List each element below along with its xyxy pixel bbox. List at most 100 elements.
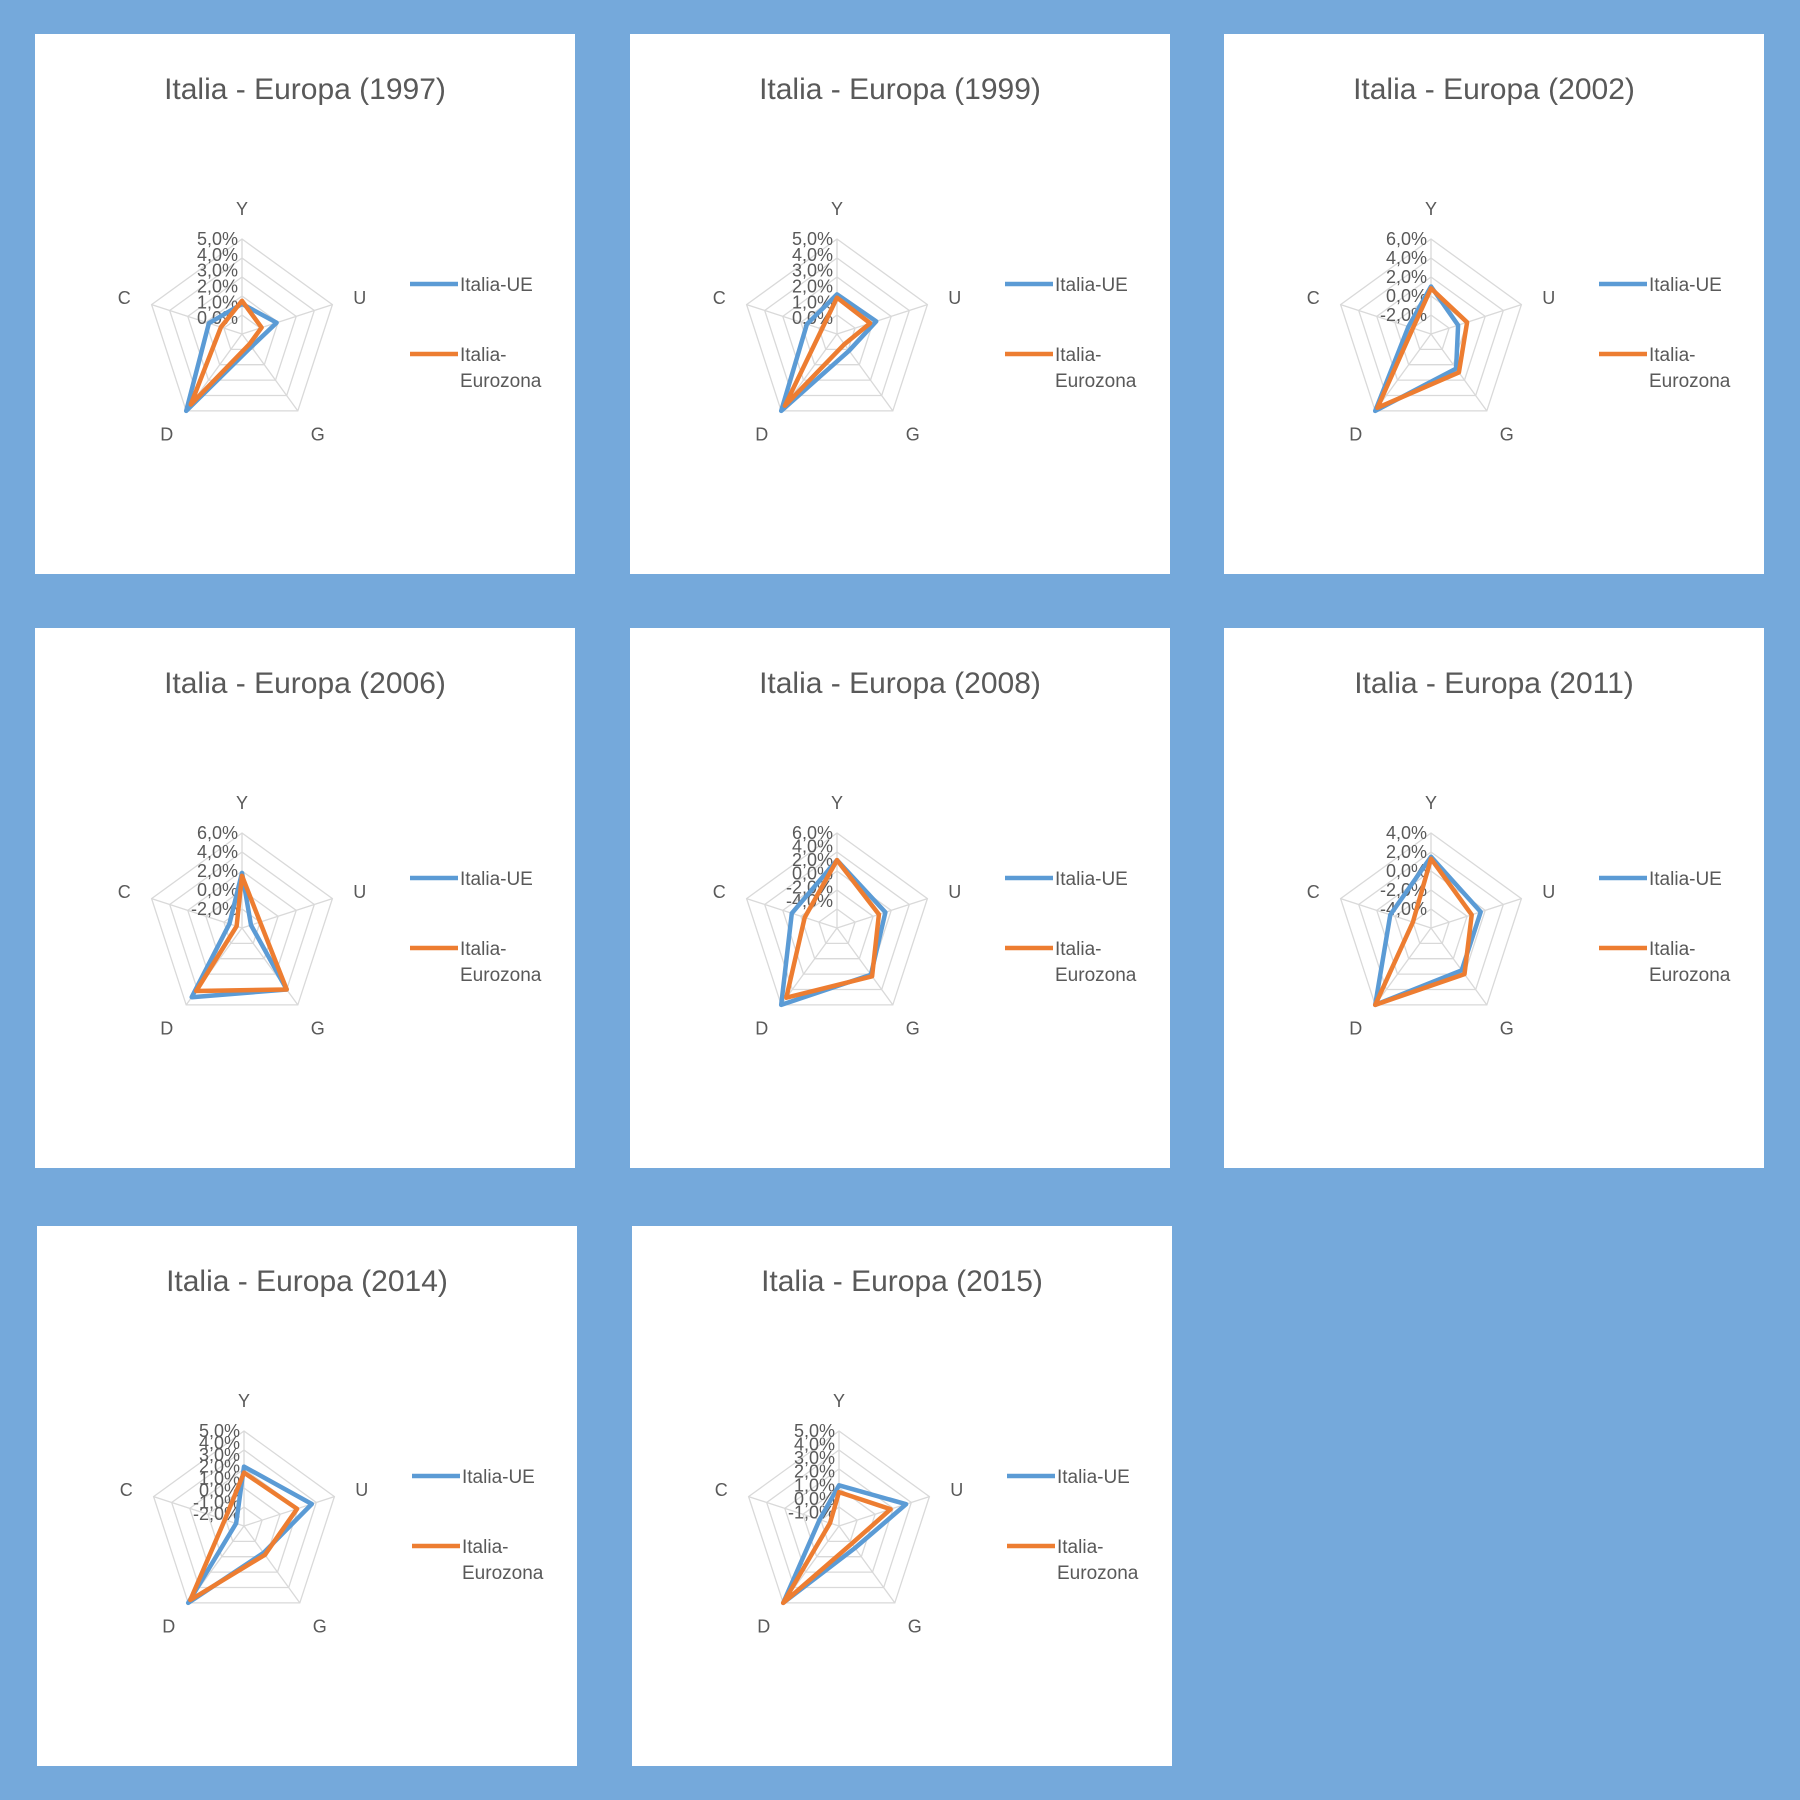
category-label: D [757,1617,770,1637]
grid-spoke [243,1495,335,1527]
tick-label: 2,0% [197,277,238,297]
category-label: D [160,425,173,445]
category-label: U [1542,882,1555,902]
tick-label: 2,0% [1386,267,1427,287]
grid-spoke [1374,333,1432,412]
grid-ring [747,1430,931,1604]
tick-label: 0,0% [794,1489,835,1509]
category-label: U [1542,288,1555,308]
category-label: C [118,288,131,308]
tick-label: 0,0% [199,1480,240,1500]
category-label: G [311,425,325,445]
legend-label: Italia-Eurozona [1057,1537,1139,1584]
category-label: U [948,288,961,308]
tick-label: 0,0% [1386,286,1427,306]
category-label: D [1349,1019,1362,1039]
legend-label: Italia-UE [1055,869,1128,890]
radar-chart: Italia - Europa (1997)YUGDC0,0%1,0%2,0%3… [118,73,542,445]
tick-label: 3,0% [794,1448,835,1468]
grid-spoke [838,1495,930,1527]
legend-label: Italia-UE [462,1467,535,1488]
grid-spoke [1340,897,1432,929]
tick-label: 2,0% [792,277,833,297]
series-line [784,857,882,1000]
category-label: G [311,1019,325,1039]
category-label: C [120,1480,133,1500]
category-label: U [950,1480,963,1500]
tick-label: 1,0% [197,292,238,312]
series-line [780,1483,909,1606]
grid-ring [1394,889,1468,960]
radar-chart: Italia - Europa (2006)YUGDC-2,0%0,0%2,0%… [118,667,542,1039]
tick-label: 6,0% [197,823,238,843]
radar-chart: Italia - Europa (2008)YUGDC-4,0%-2,0%0,0… [713,667,1137,1039]
grid-ring [1412,908,1450,945]
chart-title: Italia - Europa (2014) [166,1265,448,1298]
grid-spoke [836,897,928,929]
grid-spoke [836,303,928,335]
grid-ring [150,832,334,1006]
tick-label: 4,0% [199,1433,240,1453]
grid-spoke [748,1495,840,1527]
category-label: U [353,288,366,308]
category-label: Y [236,199,248,219]
tick-label: 4,0% [1386,248,1427,268]
legend-label: Italia-UE [460,869,533,890]
grid-spoke [1340,303,1432,335]
tick-label: 2,0% [792,850,833,870]
grid-ring [205,889,279,960]
category-label: G [906,1019,920,1039]
radar-chart: Italia - Europa (2014)YUGDC-2,0%-1,0%0,0… [120,1265,544,1637]
grid-spoke [838,1525,896,1604]
tick-label: 6,0% [1386,229,1427,249]
tick-label: 0,0% [197,880,238,900]
category-label: C [118,882,131,902]
legend-label: Italia-UE [1057,1467,1130,1488]
category-label: Y [833,1391,845,1411]
category-label: G [906,425,920,445]
legend-label: Italia-UE [1055,275,1128,296]
grid-ring [170,1449,318,1589]
category-label: G [1500,1019,1514,1039]
series-line [189,870,289,1000]
category-label: D [162,1617,175,1637]
category-label: C [715,1480,728,1500]
category-label: Y [831,199,843,219]
category-label: D [1349,425,1362,445]
grid-spoke [153,1495,245,1527]
tick-label: 4,0% [792,837,833,857]
chart-title: Italia - Europa (1997) [164,73,446,106]
category-label: U [948,882,961,902]
grid-ring [784,1468,894,1573]
chart-title: Italia - Europa (2006) [164,667,446,700]
chart-title: Italia - Europa (2008) [759,667,1041,700]
category-label: Y [831,793,843,813]
tick-label: -2,0% [1380,880,1427,900]
grid-ring [763,257,911,397]
grid-ring [207,1487,281,1558]
series-line [1372,856,1474,1008]
tick-label: 2,0% [794,1462,835,1482]
legend-label: Italia-Eurozona [1649,939,1731,986]
grid-spoke [1374,927,1432,1006]
tick-label: 5,0% [794,1421,835,1441]
legend-label: Italia-UE [1649,275,1722,296]
tick-label: 4,0% [197,842,238,862]
chart-title: Italia - Europa (2015) [761,1265,1043,1298]
tick-label: 4,0% [794,1435,835,1455]
series-line [1372,854,1483,1008]
legend-label: Italia-UE [1649,869,1722,890]
chart-title: Italia - Europa (2002) [1353,73,1635,106]
radar-chart: Italia - Europa (2002)YUGDC-2,0%0,0%2,0%… [1307,73,1731,445]
tick-label: 1,0% [794,1475,835,1495]
grid-spoke [241,897,333,929]
grid-ring [820,1506,858,1543]
legend-label: Italia-Eurozona [462,1537,544,1584]
grid-spoke [151,303,243,335]
category-label: Y [1425,793,1437,813]
grid-ring [745,238,929,412]
